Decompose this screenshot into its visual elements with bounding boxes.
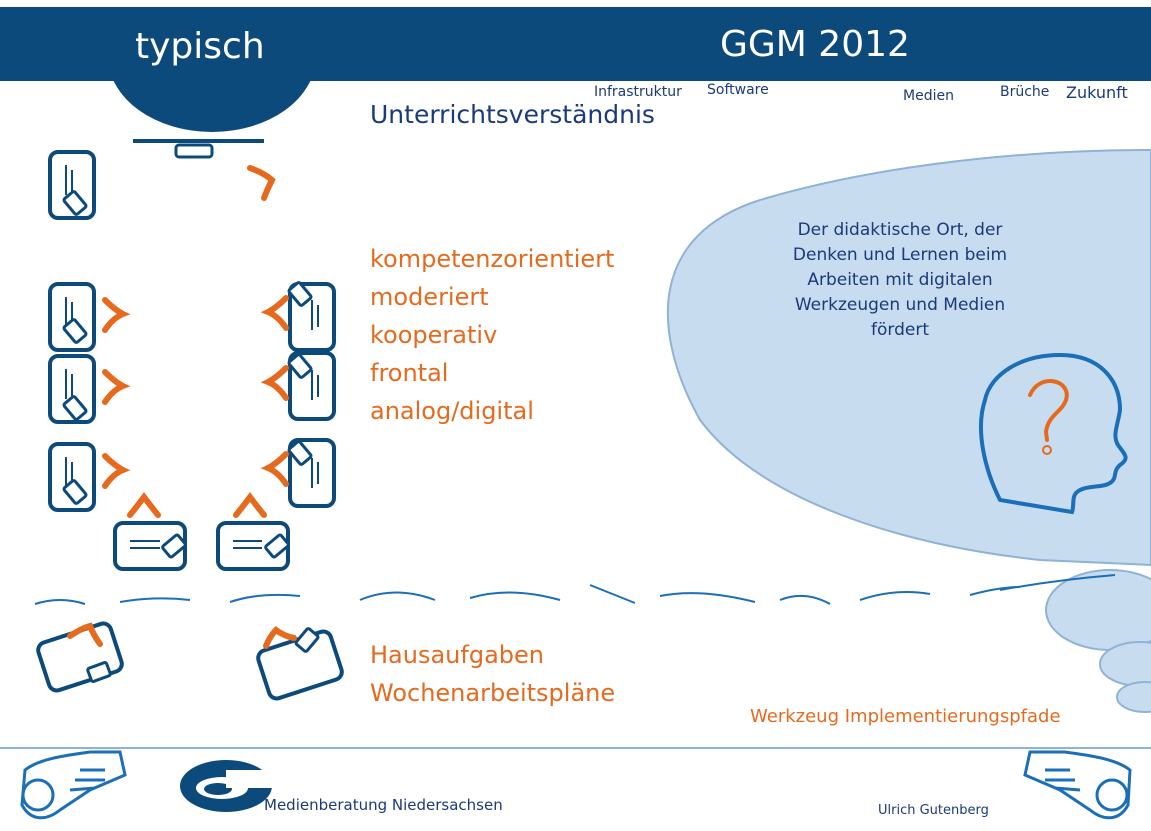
bubble-small-1 (1045, 569, 1151, 651)
desk-group-left (36, 150, 344, 701)
nav-infrastruktur[interactable]: Infrastruktur (594, 84, 682, 100)
thought-bubble (666, 148, 1151, 567)
method-item: kompetenzorientiert (370, 245, 615, 273)
desk-icon (288, 282, 336, 352)
nav-brueche[interactable]: Brüche (1000, 84, 1050, 100)
bubble-line: Werkzeugen und Medien (794, 295, 1006, 315)
desk-lines (65, 165, 319, 549)
homework-list: Hausaufgaben Wochenarbeitspläne (370, 636, 615, 712)
bubble-line: Denken und Lernen beim (792, 245, 1008, 265)
tools-link[interactable]: Werkzeug Implementierungspfade (750, 706, 1061, 727)
bubble-line: Arbeiten mit digitalen (807, 270, 993, 290)
student-icons (67, 295, 297, 649)
teacher-person-icon (247, 165, 276, 201)
hand-left-icon (20, 750, 127, 820)
footer-divider (0, 747, 1151, 749)
medienberatung-logo (180, 760, 282, 812)
bubble-text: Der didaktische Ort, der Denken und Lern… (750, 218, 1050, 343)
desk-icon (48, 282, 96, 352)
bubble-small-3 (1116, 681, 1151, 713)
homework-item: Wochenarbeitspläne (370, 679, 616, 707)
desk-icon (48, 442, 96, 512)
desk-icon (48, 354, 96, 424)
wave-divider (34, 574, 1116, 605)
desk-icon (288, 351, 336, 421)
bubble-line: fördert (871, 320, 929, 340)
hand-right-icon (1023, 750, 1132, 820)
head-icon (978, 352, 1128, 515)
homework-item: Hausaufgaben (370, 641, 544, 669)
nav-medien[interactable]: Medien (903, 88, 954, 104)
question-mark-icon (1028, 379, 1069, 442)
desk-icon (288, 438, 336, 508)
subject-heading: Unterrichtsverständnis (370, 100, 655, 129)
publisher-label: Medienberatung Niedersachsen (264, 796, 503, 814)
author-label: Ulrich Gutenberg (878, 803, 989, 818)
method-item: analog/digital (370, 397, 534, 425)
header-top-strip (0, 0, 1151, 7)
event-title: GGM 2012 (720, 24, 910, 65)
method-item: frontal (370, 359, 449, 387)
desk-icon (256, 629, 344, 701)
nav-software[interactable]: Software (707, 82, 769, 98)
desk-icon (48, 150, 96, 220)
tablet-icons (62, 190, 320, 683)
method-item: kooperativ (370, 321, 498, 349)
bubble-line: Der didaktische Ort, der (797, 220, 1003, 240)
methods-list: kompetenzorientiert moderiert kooperativ… (370, 240, 614, 430)
projector-icon (174, 143, 214, 159)
method-item: moderiert (370, 283, 489, 311)
page-title: typisch (135, 26, 265, 67)
nav-zukunft[interactable]: Zukunft (1066, 83, 1128, 102)
